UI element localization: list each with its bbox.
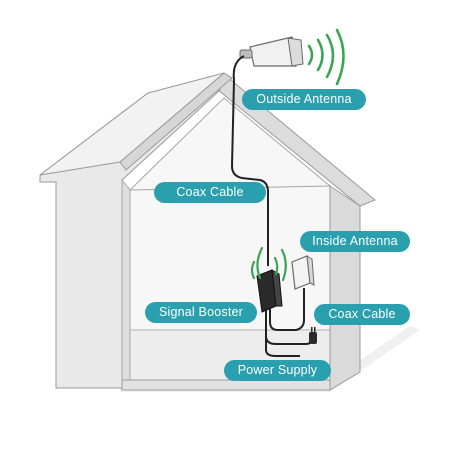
inside-antenna-icon bbox=[291, 255, 315, 290]
coax-cable-outside bbox=[230, 55, 269, 266]
right-wall bbox=[329, 185, 361, 391]
front-bottom-wall bbox=[121, 379, 331, 391]
label-outside-antenna: Outside Antenna bbox=[242, 89, 366, 110]
power-cable-2 bbox=[265, 336, 300, 357]
roof-edge bbox=[119, 72, 233, 171]
signal-booster-icon bbox=[256, 269, 283, 313]
booster-signal-waves-icon bbox=[250, 246, 287, 282]
coax-cable-inside bbox=[269, 288, 305, 331]
label-signal-booster: Signal Booster bbox=[145, 302, 257, 323]
label-coax-cable-top: Coax Cable bbox=[154, 182, 266, 203]
outside-signal-waves-icon bbox=[307, 28, 345, 86]
interior-left-wall bbox=[121, 178, 131, 390]
label-coax-cable-bottom: Coax Cable bbox=[314, 304, 410, 325]
power-plug-icon bbox=[309, 327, 317, 344]
label-inside-antenna: Inside Antenna bbox=[300, 231, 410, 252]
outside-antenna-icon bbox=[239, 36, 304, 67]
label-power-supply: Power Supply bbox=[224, 360, 331, 381]
